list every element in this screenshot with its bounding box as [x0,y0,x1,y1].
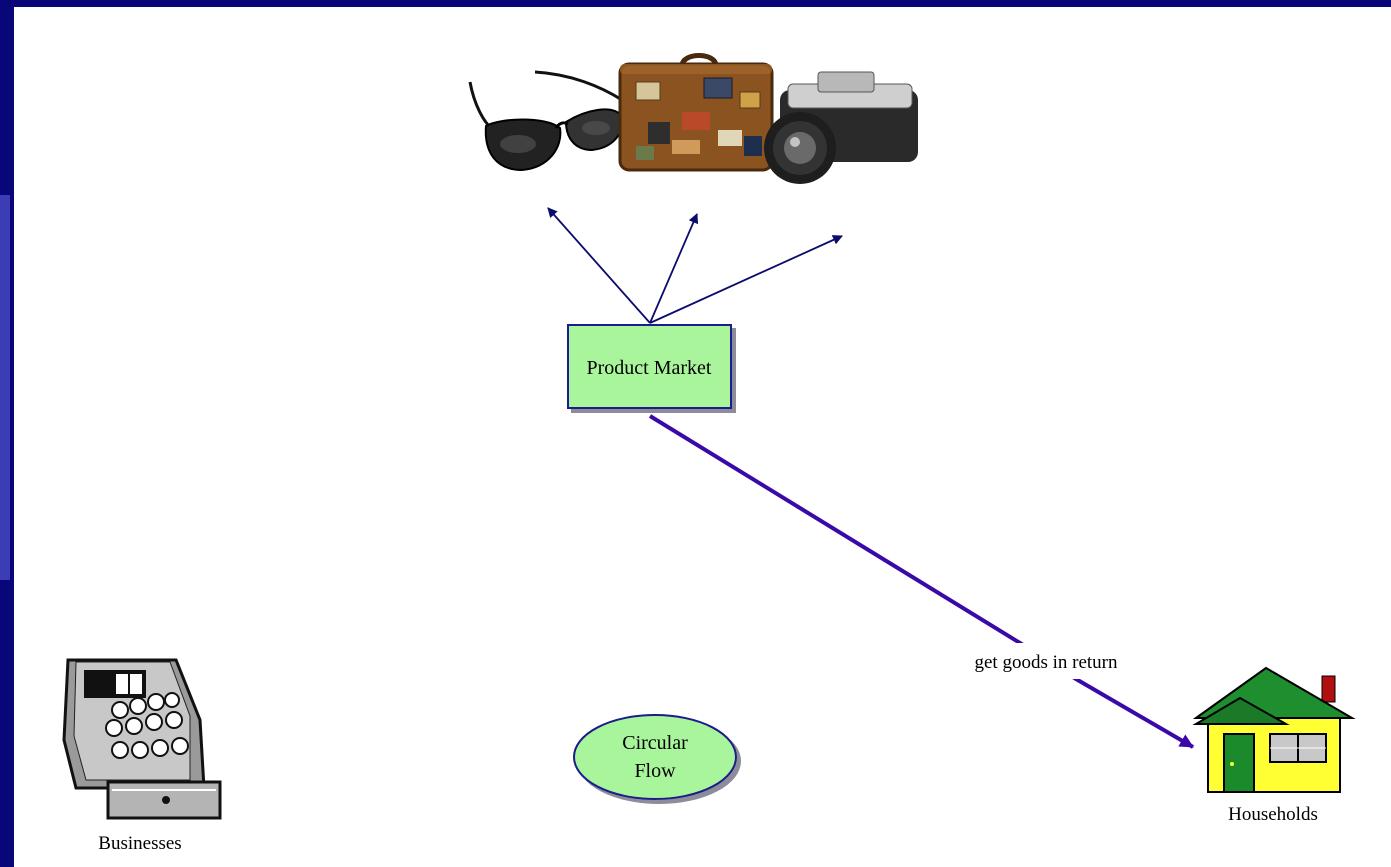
circular-flow-node: Circular Flow [573,714,737,800]
product-market-node: Product Market [567,324,732,409]
product-market-out-arrows [547,207,843,324]
households-label: Households [1228,804,1318,825]
circular-flow-label-line1: Circular [622,732,688,754]
cash-register-icon [62,658,222,820]
businesses-label: Businesses [98,833,181,854]
suitcase-icon [618,53,774,172]
circular-flow-label-line2: Flow [634,760,676,782]
house-icon [1192,666,1356,793]
slide-left-accent-bar [0,195,10,580]
goods-arrow: get goods in return [648,414,1195,749]
sunglasses-icon [468,70,624,172]
product-market-label: Product Market [587,357,712,379]
edge-label: get goods in return [974,652,1118,673]
camera-icon [764,71,918,184]
